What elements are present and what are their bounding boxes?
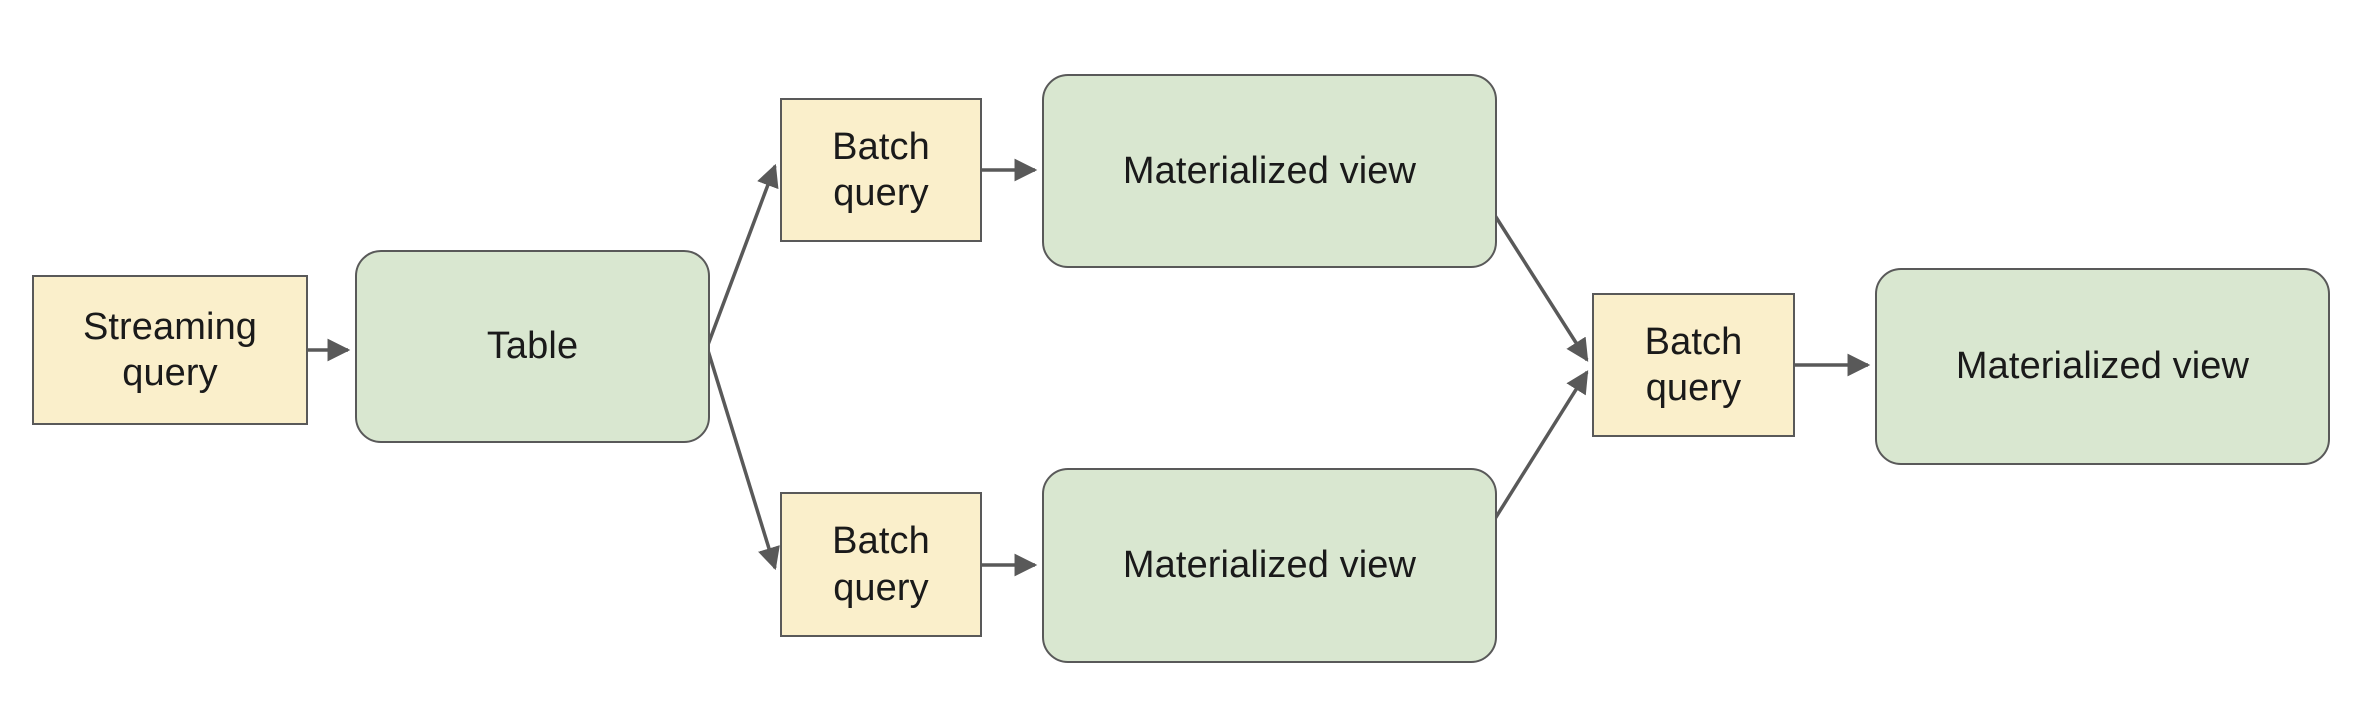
node-materialized-view-top-label: Materialized view: [1122, 149, 1417, 192]
node-materialized-view-right[interactable]: Materialized view: [1875, 268, 2330, 465]
node-materialized-view-top[interactable]: Materialized view: [1042, 74, 1497, 268]
edge-table-to-batch-query-bottom: [704, 343, 780, 571]
node-table[interactable]: Table: [355, 250, 710, 443]
node-materialized-view-bottom[interactable]: Materialized view: [1042, 468, 1497, 663]
node-materialized-view-bottom-label: Materialized view: [1122, 544, 1417, 587]
node-materialized-view-right-label: Materialized view: [1955, 345, 2250, 388]
node-table-label: Table: [486, 325, 579, 368]
node-batch-query-top-label: Batch query: [832, 125, 930, 214]
node-streaming-query[interactable]: Streaming query: [32, 275, 308, 425]
node-batch-query-middle-label: Batch query: [1644, 320, 1743, 409]
node-batch-query-middle[interactable]: Batch query: [1592, 293, 1795, 437]
node-streaming-query-label: Streaming query: [82, 305, 258, 394]
node-batch-query-bottom[interactable]: Batch query: [780, 492, 982, 637]
node-batch-query-top[interactable]: Batch query: [780, 98, 982, 242]
edge-table-to-batch-query-top: [704, 163, 779, 351]
node-batch-query-bottom-label: Batch query: [832, 520, 930, 609]
